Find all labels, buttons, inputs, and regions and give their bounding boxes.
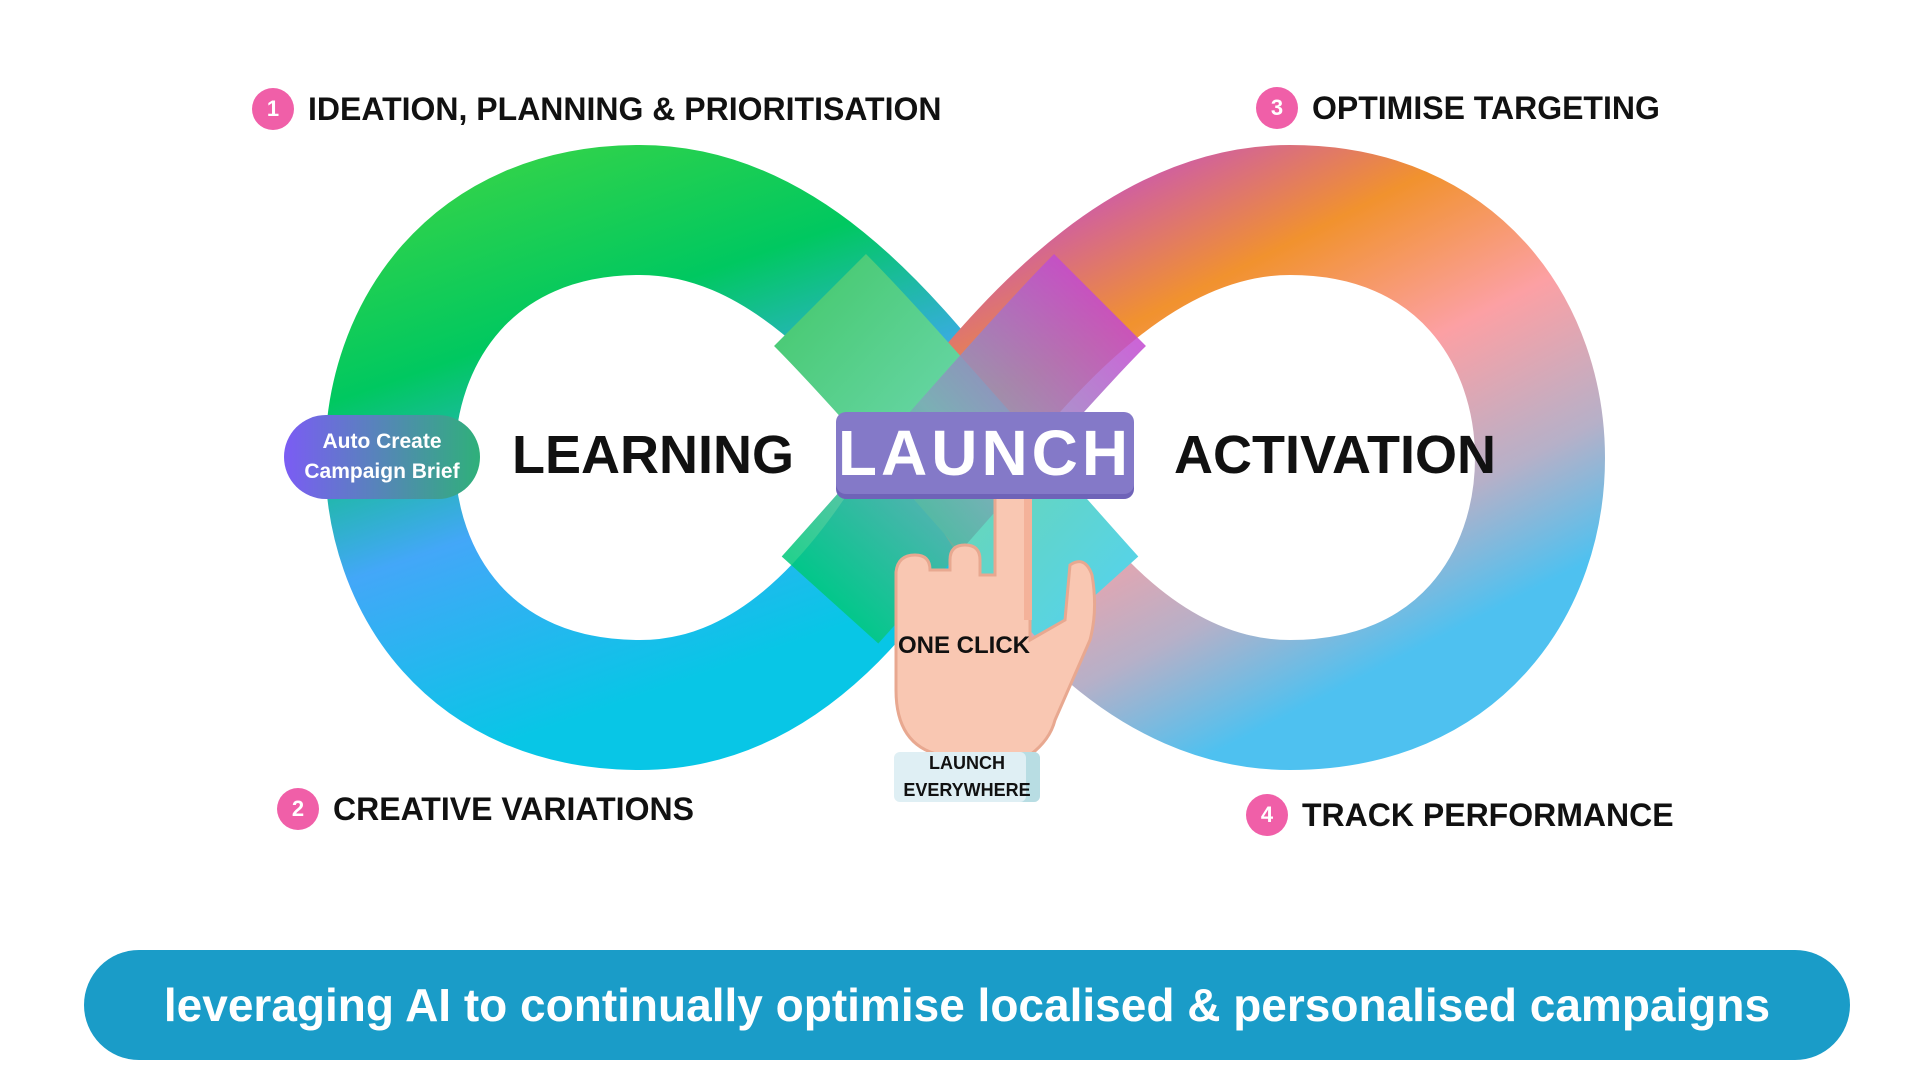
step-3-label: OPTIMISE TARGETING (1312, 89, 1660, 126)
step-4: 4 TRACK PERFORMANCE (1246, 794, 1674, 836)
learning-label: LEARNING (512, 425, 794, 485)
step-4-badge: 4 (1246, 794, 1288, 836)
step-2: 2 CREATIVE VARIATIONS (277, 788, 694, 830)
cuff-line-1: LAUNCH (929, 753, 1005, 773)
step-1-badge: 1 (252, 88, 294, 130)
launch-everywhere-cuff: LAUNCH EVERYWHERE (894, 752, 1040, 802)
step-1: 1 IDEATION, PLANNING & PRIORITISATION (252, 88, 941, 130)
brief-pill-line-2: Campaign Brief (304, 460, 460, 483)
activation-label: ACTIVATION (1174, 425, 1496, 485)
tagline-banner: leveraging AI to continually optimise lo… (84, 950, 1850, 1060)
step-4-label: TRACK PERFORMANCE (1302, 796, 1674, 833)
step-2-badge: 2 (277, 788, 319, 830)
brief-pill-line-1: Auto Create (322, 430, 442, 453)
cuff-line-2: EVERYWHERE (903, 780, 1031, 800)
auto-create-brief-pill[interactable]: Auto Create Campaign Brief (284, 415, 480, 499)
step-1-label: IDEATION, PLANNING & PRIORITISATION (308, 90, 942, 127)
step-3-badge: 3 (1256, 87, 1298, 129)
activation-lobe (895, 144, 1606, 771)
step-3: 3 OPTIMISE TARGETING (1256, 87, 1660, 129)
step-2-label: CREATIVE VARIATIONS (333, 790, 694, 827)
launch-button[interactable]: LAUNCH (836, 412, 1134, 494)
one-click-label: ONE CLICK (898, 632, 1030, 659)
